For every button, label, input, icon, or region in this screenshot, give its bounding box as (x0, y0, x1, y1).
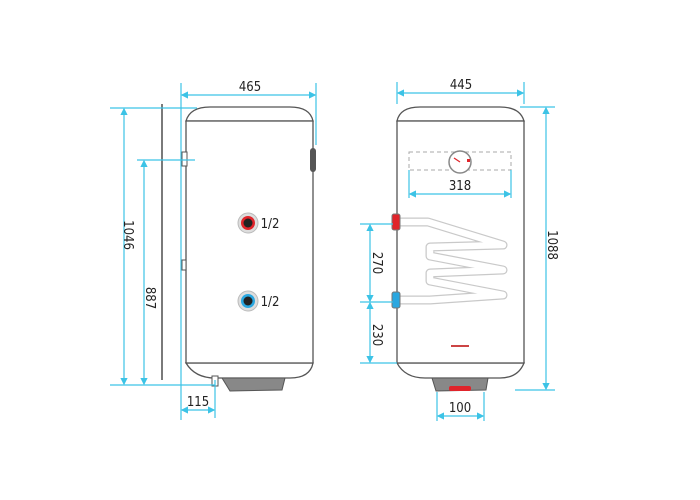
mount-bracket (181, 151, 188, 167)
tank-bottom-dome (395, 362, 525, 379)
wall-offset-label: 115 (187, 395, 209, 410)
total-height-label: 1046 (120, 220, 135, 250)
coil-cold-connector (391, 291, 401, 309)
tank-top-dome (396, 106, 525, 122)
heat-exchanger-coil (400, 217, 508, 305)
mount-height-label: 887 (142, 287, 157, 309)
hot-fitting-label: 1/2 (261, 217, 280, 232)
total-height-label: 1088 (544, 230, 559, 260)
bottom-flange-label: 100 (449, 401, 471, 416)
thermostat-knob (310, 148, 316, 172)
side-view: 1/2 1/2 465 1046 887 115 (110, 80, 317, 420)
thermometer-gauge-icon (448, 150, 472, 174)
coil-bottom-label: 230 (369, 324, 384, 346)
tank-top-dome (185, 106, 314, 122)
tank-bottom-dome (184, 362, 314, 379)
heating-element (449, 386, 471, 391)
brand-logo (451, 345, 469, 347)
width-label: 465 (239, 80, 261, 95)
gauge-span-label: 318 (449, 179, 471, 194)
coil-spacing-label: 270 (369, 252, 384, 274)
coil-hot-connector (391, 213, 401, 231)
cold-fitting-label: 1/2 (261, 295, 280, 310)
cold-water-fitting (237, 290, 259, 312)
front-view: 445 318 270 230 1088 100 (360, 78, 559, 421)
hot-water-fitting (237, 212, 259, 234)
heating-element-cover (431, 377, 489, 392)
heating-element-cover (221, 377, 286, 392)
width-label: 445 (450, 78, 472, 93)
tank-body (185, 120, 314, 364)
mount-bracket-lower (181, 259, 187, 271)
